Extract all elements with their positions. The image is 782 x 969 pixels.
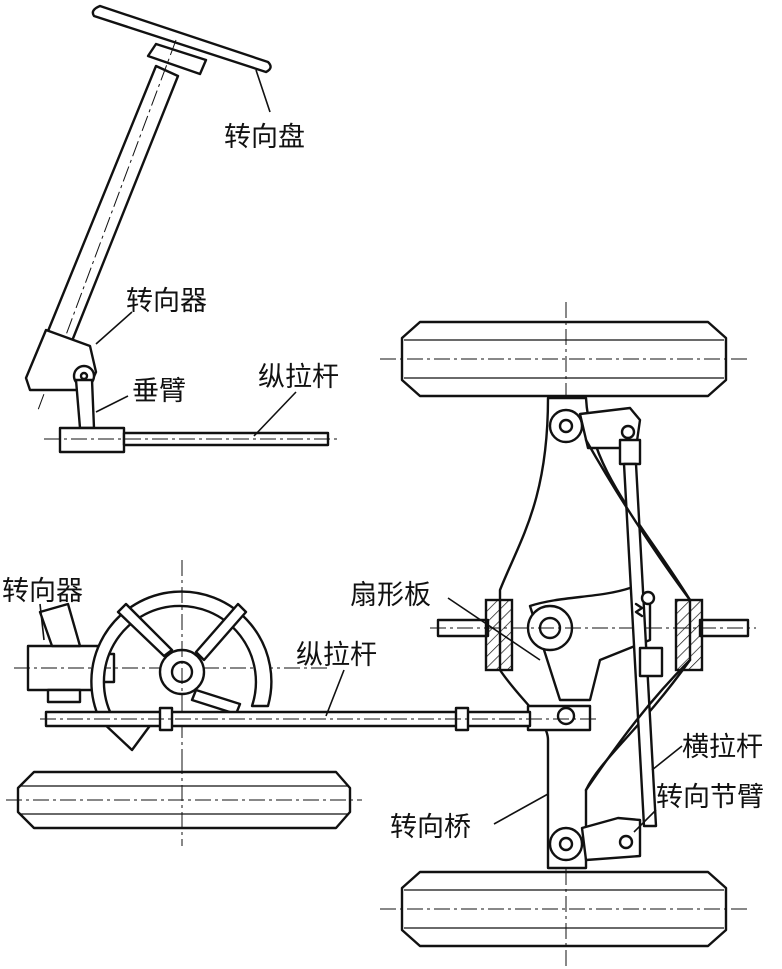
sector-gear-assembly <box>14 560 600 760</box>
sector-gear-rim <box>90 590 273 722</box>
label-steering-gear-bottom: 转向器 <box>2 576 83 607</box>
top-tie-rod-end <box>618 438 642 466</box>
spoke-1 <box>116 602 174 658</box>
bottom-guide-curve <box>584 658 692 792</box>
drag-link-ball <box>556 706 576 726</box>
label-steering-axle: 转向桥 <box>390 812 471 843</box>
pitman-arm <box>74 378 96 430</box>
frame-rail-right <box>674 598 704 672</box>
tie-rod-clamp <box>638 646 664 678</box>
steering-wheel-assembly <box>24 4 340 454</box>
top-knuckle-pin <box>620 424 636 440</box>
left-wheel <box>6 758 362 846</box>
tie-rod <box>622 462 658 828</box>
tie-rod-break <box>634 602 644 618</box>
axle-assembly <box>380 302 756 966</box>
label-steering-gear-top: 转向器 <box>126 286 207 317</box>
leader-steering-wheel <box>255 69 271 113</box>
label-steering-wheel: 转向盘 <box>224 122 305 153</box>
bottom-knuckle-arm <box>580 816 642 862</box>
label-sector-plate: 扇形板 <box>350 580 431 611</box>
steering-wheel-rim <box>91 4 272 74</box>
frame-rail-left <box>484 598 514 672</box>
label-pitman-arm: 垂臂 <box>132 376 186 407</box>
leader-knuckle-arm <box>633 809 657 833</box>
spoke-2 <box>194 602 248 662</box>
bottom-kingpin <box>558 836 574 852</box>
leader-steering-axle <box>493 793 549 825</box>
leader-steering-gear-bottom <box>39 603 45 641</box>
top-kingpin-boss <box>548 408 584 444</box>
spoke-3 <box>190 688 242 716</box>
leader-tie-rod <box>651 745 683 771</box>
label-drag-link-bottom: 纵拉杆 <box>296 640 377 671</box>
steering-gear-neck <box>38 602 82 648</box>
label-drag-link-top: 纵拉杆 <box>258 362 339 393</box>
tie-rod-mid-pin <box>640 590 656 606</box>
leader-drag-link-top <box>253 391 297 437</box>
leader-pitman-arm <box>95 395 129 413</box>
label-tie-rod: 横拉杆 <box>682 732 763 763</box>
bottom-kingpin-boss <box>548 826 584 862</box>
drag-link-bracket <box>526 704 592 732</box>
steering-wheel-hub <box>146 42 208 76</box>
steering-gear-foot <box>46 688 82 704</box>
leader-steering-gear-top <box>95 311 133 345</box>
leader-drag-link-bottom <box>325 669 345 717</box>
top-guide-curve <box>584 438 692 602</box>
bottom-knuckle-pin <box>618 834 634 850</box>
label-knuckle-arm: 转向节臂 <box>656 782 764 813</box>
drag-link-end <box>58 426 126 454</box>
leader-sector-plate <box>447 597 541 661</box>
top-kingpin <box>558 418 574 434</box>
